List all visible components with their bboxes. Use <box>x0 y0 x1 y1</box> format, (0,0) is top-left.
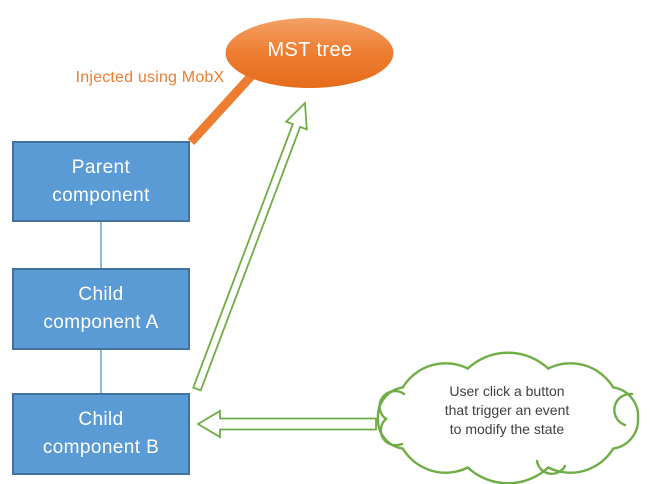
cloud-text-line: that trigger an event <box>444 402 570 418</box>
cloud-text-line: to modify the state <box>449 421 565 437</box>
orange-injection-connector <box>187 70 257 146</box>
state-update-arrow <box>192 100 308 392</box>
mst-tree-label: MST tree <box>267 38 353 61</box>
user-event-arrow <box>196 409 377 439</box>
cloud-right-curl <box>613 392 634 427</box>
cloud-text: User click a button that trigger an even… <box>405 382 609 439</box>
box-label-line: component <box>52 184 150 206</box>
cloud-text-line: User click a button <box>449 383 565 399</box>
injected-using-mobx-label: Injected using MobX <box>75 69 225 86</box>
box-label-line: Parent <box>71 156 131 178</box>
box-child-component-a: Child component A <box>12 268 190 350</box>
box-child-component-b: Child component B <box>12 393 190 475</box>
mst-tree-ellipse <box>225 18 394 88</box>
cloud-shape <box>376 351 640 484</box>
box-label-line: Child <box>78 284 124 305</box>
box-label-line: component B <box>42 437 160 458</box>
box-label-line: component A <box>43 312 159 333</box>
box-parent-component: Parent component <box>12 141 190 222</box>
cloud-bottom-curl <box>535 459 567 475</box>
box-label-line: Child <box>78 409 124 430</box>
cloud-left-curl <box>378 389 406 447</box>
